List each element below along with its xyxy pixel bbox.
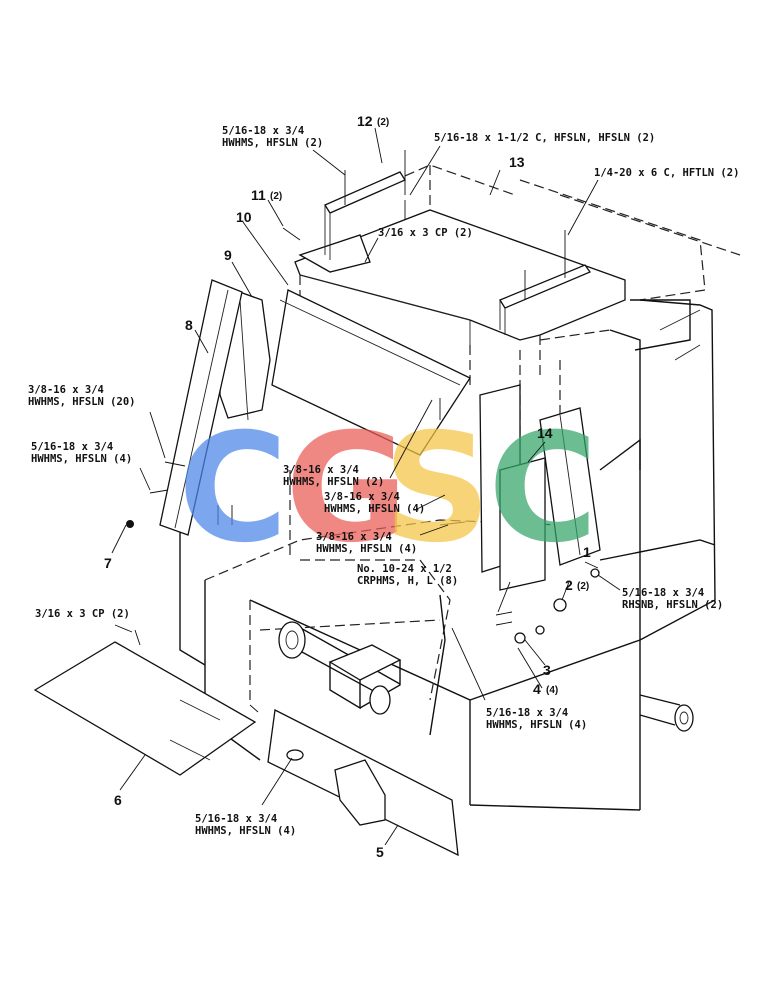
- callout-text: 3/8-16 x 3/4: [324, 491, 400, 503]
- item-number-1: 1: [583, 544, 591, 560]
- part-10-front-panel: [271, 289, 471, 456]
- item-number-12: 12: [357, 113, 373, 129]
- callout-text: 1/4-20 x 6 C, HFTLN (2): [594, 167, 739, 179]
- item-number-4: 4: [533, 681, 541, 697]
- callout-text: HWHMS, HFSLN (4): [316, 543, 417, 555]
- part-8-side-strip: [159, 279, 243, 536]
- item-qty-2: (2): [577, 581, 589, 592]
- watermark-letter: G: [285, 402, 408, 576]
- watermark-letter: S: [383, 402, 491, 576]
- callout-text: 3/8-16 x 3/4: [28, 384, 104, 396]
- hardware: [126, 150, 600, 713]
- callout-text: 3/16 x 3 CP (2): [35, 608, 130, 620]
- callout-text: 5/16-18 x 3/4: [195, 813, 277, 825]
- item-number-14: 14: [537, 425, 553, 441]
- callout-text: HWHMS, HFSLN (4): [31, 453, 132, 465]
- callout-text: HWHMS, HFSLN (4): [195, 825, 296, 837]
- item-number-9: 9: [224, 247, 232, 263]
- item-qty-12: (2): [377, 117, 389, 128]
- hardware-callouts: 5/16-18 x 3/4 HWHMS, HFSLN (2) 5/16-18 x…: [28, 125, 739, 837]
- callout-text: 5/16-18 x 3/4: [622, 587, 704, 599]
- callout-text: 5/16-18 x 3/4: [222, 125, 304, 137]
- part-6-lower-side-plate: [33, 641, 257, 776]
- watermark-letter: C: [178, 402, 288, 576]
- callout-text: No. 10-24 x 1/2: [357, 563, 452, 575]
- item-number-2: 2: [565, 577, 573, 593]
- callout-text: CRPHMS, H, L (8): [357, 575, 458, 587]
- item-qty-11: (2): [270, 191, 282, 202]
- item-number-6: 6: [114, 792, 122, 808]
- machine-frame: [179, 179, 741, 811]
- callout-text: HWHMS, HFSLN (20): [28, 396, 135, 408]
- callout-text: 3/8-16 x 3/4: [316, 531, 392, 543]
- callout-text: HWHMS, HFSLN (2): [222, 137, 323, 149]
- part-14-side-plate: [479, 384, 546, 591]
- item-number-5: 5: [376, 844, 384, 860]
- callout-text: 5/16-18 x 3/4: [31, 441, 113, 453]
- item-number-10: 10: [236, 209, 252, 225]
- callout-text: 5/16-18 x 1-1/2 C, HFSLN, HFSLN (2): [434, 132, 655, 144]
- part-1-right-plate: [539, 407, 601, 566]
- item-number-3: 3: [543, 662, 551, 678]
- part-5-lower-plate: [267, 709, 459, 857]
- item-qty-4: (4): [546, 685, 558, 696]
- item-number-11: 11: [251, 187, 266, 203]
- part-13-top-cover: [294, 164, 626, 390]
- callout-text: RHSNB, HFSLN (2): [622, 599, 723, 611]
- leader-lines: [111, 127, 621, 846]
- item-number-7: 7: [104, 555, 112, 571]
- callout-text: 5/16-18 x 3/4: [486, 707, 568, 719]
- item-numbers: 1 2 (2) 3 4 (4) 5 6 7 8 9 10 11 (2) 12 (…: [104, 113, 591, 860]
- item-number-8: 8: [185, 317, 193, 333]
- item-number-13: 13: [509, 154, 525, 170]
- callout-text: 3/8-16 x 3/4: [283, 464, 359, 476]
- callout-text: HWHMS, HFSLN (2): [283, 476, 384, 488]
- watermark-letter: C: [488, 402, 598, 576]
- callout-text: HWHMS, HFSLN (4): [486, 719, 587, 731]
- cgsc-watermark: C G S C: [178, 402, 598, 576]
- callout-text: HWHMS, HFSLN (4): [324, 503, 425, 515]
- callout-text: 3/16 x 3 CP (2): [378, 227, 473, 239]
